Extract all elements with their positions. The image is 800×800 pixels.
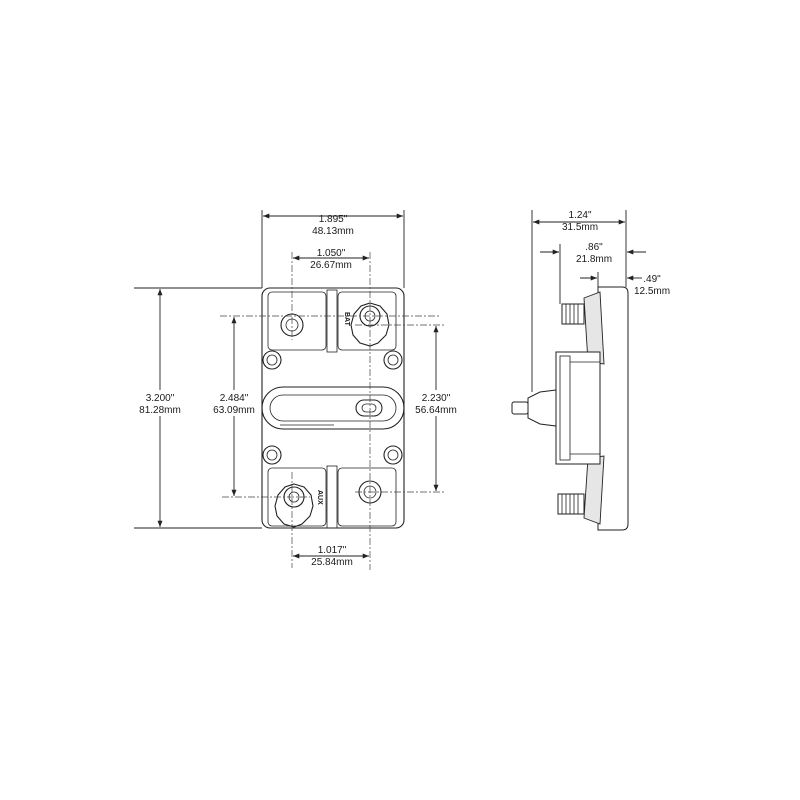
top-right-terminal-pad	[337, 291, 397, 351]
mount-hole-lower-right	[383, 445, 403, 465]
bottom-center-divider	[326, 465, 338, 529]
terminal-marking-bottom: AUX	[316, 490, 323, 505]
bottom-right-terminal-pad	[337, 467, 397, 527]
front-view: BAT AUX	[220, 252, 445, 570]
reset-lever	[355, 399, 383, 417]
side-middle-housing	[555, 351, 601, 465]
dim-overall-height-label-bg	[134, 390, 186, 416]
dim-overall-height-mm: 81.28mm	[139, 405, 181, 416]
dim-left-stud-spacing-mm: 63.09mm	[213, 405, 255, 416]
mount-hole-lower-left-inner	[266, 449, 278, 461]
dim-overall-depth-inch: 1.24"	[568, 210, 591, 221]
mount-hole-lower-left	[262, 445, 282, 465]
top-left-terminal-pad	[267, 291, 327, 351]
dim-base-depth-inch: .49"	[643, 274, 661, 285]
mount-hole-lower-right-inner	[387, 449, 399, 461]
terminal-marking-top: BAT	[343, 312, 350, 327]
dim-top-stud-spacing-inch: 1.050"	[317, 248, 346, 259]
dim-right-stud-spacing-inch: 2.230"	[422, 393, 451, 404]
mount-hole-upper-left-inner	[266, 354, 278, 366]
side-lower-stud	[557, 493, 585, 515]
dim-overall-width-mm: 48.13mm	[312, 226, 354, 237]
dim-right-stud-spacing-label-bg	[410, 390, 462, 416]
mount-hole-upper-left	[262, 350, 282, 370]
dim-depth-to-mount-mm: 21.8mm	[576, 254, 612, 265]
lever-slot-inner	[269, 394, 397, 422]
dim-left-stud-spacing-inch: 2.484"	[220, 393, 249, 404]
side-view	[511, 286, 629, 531]
bottom-left-nut	[274, 483, 314, 528]
side-base-body	[597, 286, 629, 531]
dim-top-stud-spacing-mm: 26.67mm	[310, 260, 352, 271]
reset-lever-inner	[361, 403, 377, 413]
side-lower-terminal-block	[583, 455, 605, 525]
dim-base-depth-mm: 12.5mm	[634, 286, 670, 297]
dim-overall-height-inch: 3.200"	[146, 393, 175, 404]
dim-left-stud-spacing-label-bg	[208, 390, 260, 416]
dim-overall-depth-mm: 31.5mm	[562, 222, 598, 233]
top-center-divider	[326, 289, 338, 353]
dim-bottom-stud-spacing-inch: 1.017"	[318, 545, 347, 556]
mount-hole-upper-right	[383, 350, 403, 370]
front-view-dimensions: 1.895" 48.13mm 1.050" 26.67mm 1.017" 25.…	[134, 210, 462, 568]
side-upper-terminal-block	[583, 291, 605, 365]
dim-depth-to-mount-inch: .86"	[585, 242, 603, 253]
side-view-dimensions: 1.24" 31.5mm .86" 21.8mm .49" 12.5mm	[531, 210, 670, 392]
side-reset-knob-tip	[511, 401, 529, 415]
dim-overall-width-inch: 1.895"	[319, 214, 348, 225]
side-middle-flange	[559, 355, 571, 461]
dim-bottom-stud-spacing-mm: 25.84mm	[311, 557, 353, 568]
mount-hole-upper-right-inner	[387, 354, 399, 366]
side-reset-knob-body	[527, 389, 557, 427]
side-upper-stud	[561, 303, 585, 325]
lever-slot-outer	[261, 386, 405, 430]
dim-right-stud-spacing-mm: 56.64mm	[415, 405, 457, 416]
